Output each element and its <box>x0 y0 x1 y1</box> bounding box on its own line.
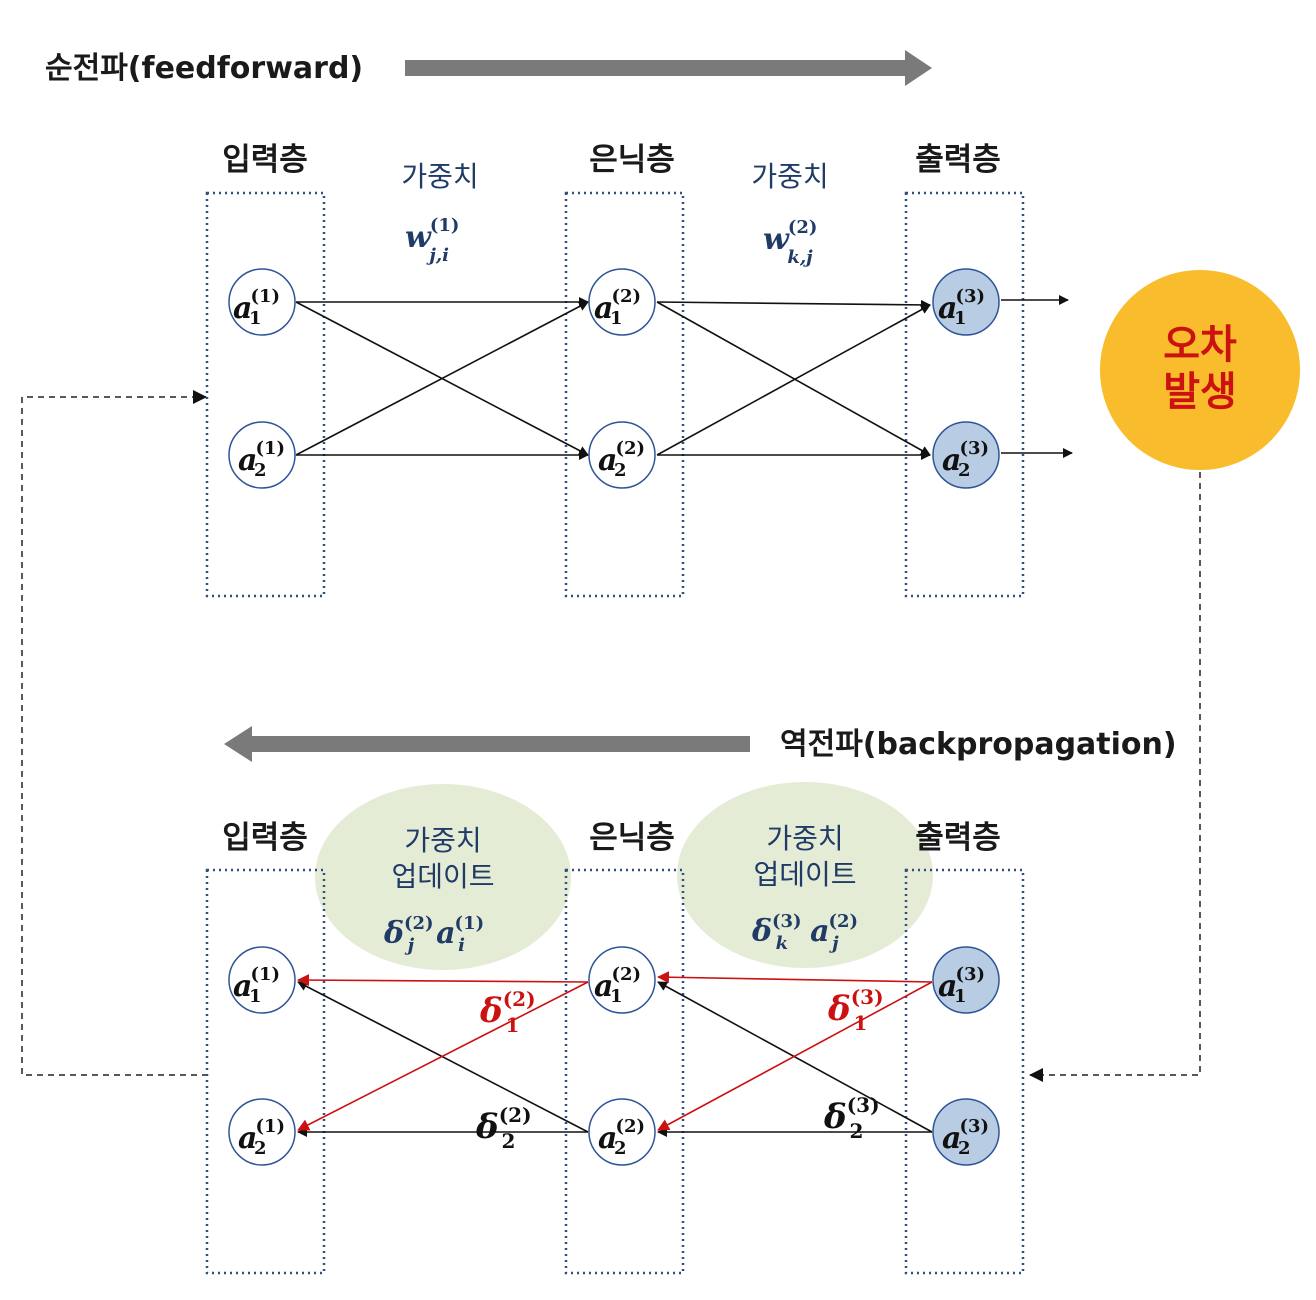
edge-a12-a13 <box>656 299 931 310</box>
output-layer-label-bottom: 출력층 <box>915 820 1001 856</box>
svg-text:a(1)1: a(1)1 <box>233 964 280 1007</box>
delta-1-3: δ(3)1 <box>827 985 884 1035</box>
svg-text:a(2)1: a(2)1 <box>594 286 641 329</box>
svg-text:a(3)1: a(3)1 <box>938 964 985 1007</box>
bp-edge-a13-a22-red <box>657 981 933 1131</box>
node-a11-bottom: a(1)1 <box>228 946 296 1014</box>
backprop-connections <box>297 971 933 1137</box>
svg-text:a(1)2: a(1)2 <box>238 1116 285 1159</box>
hidden-layer-label-top: 은닉층 <box>589 142 675 178</box>
hidden-layer-box-bottom <box>564 868 685 1275</box>
node-a22-bottom: a(2)2 <box>588 1098 656 1166</box>
error-to-output-dashed <box>1029 472 1201 1082</box>
svg-text:a(2)2: a(2)2 <box>598 1116 645 1159</box>
backprop-arrow <box>224 726 750 762</box>
bp-edge-a12-a11-red <box>297 974 589 987</box>
weight-symbol-w1: w(1)j,i <box>405 215 459 266</box>
input-layer-box-bottom <box>205 868 326 1275</box>
update-label-1b: 업데이트 <box>391 860 494 893</box>
svg-text:a(1)1: a(1)1 <box>233 286 280 329</box>
weight-label-2: 가중치 <box>751 160 828 193</box>
node-a23-top: a(3)2 <box>932 421 1000 489</box>
node-a21-bottom: a(1)2 <box>228 1098 296 1166</box>
update-label-2b: 업데이트 <box>753 858 856 891</box>
node-a12-top: a(2)1 <box>588 268 656 336</box>
svg-text:a(2)1: a(2)1 <box>594 964 641 1007</box>
svg-text:a(2)2: a(2)2 <box>598 438 645 481</box>
node-a12-bottom: a(2)1 <box>588 946 656 1014</box>
edge-a21-a12 <box>295 301 589 456</box>
backprop-title: 역전파(backpropagation) <box>780 727 1177 762</box>
feedforward-connections <box>295 295 1073 460</box>
weight-label-1: 가중치 <box>401 160 478 193</box>
svg-text:a(3)2: a(3)2 <box>942 438 989 481</box>
edge-a22-a13 <box>656 304 931 456</box>
output-layer-label-top: 출력층 <box>915 142 1001 178</box>
error-circle: 오차 발생 <box>1100 270 1300 470</box>
svg-text:a(3)1: a(3)1 <box>938 286 985 329</box>
input-return-dashed <box>21 390 208 1076</box>
hidden-layer-label-bottom: 은닉층 <box>589 820 675 856</box>
output-layer-box-top <box>904 191 1025 598</box>
input-layer-label-top: 입력층 <box>222 142 308 178</box>
feedforward-title: 순전파(feedforward) <box>45 51 363 86</box>
bp-edge-a22-a11 <box>297 981 589 1133</box>
bp-edge-a12-a21-red <box>297 981 589 1131</box>
feedback-path <box>21 390 1201 1082</box>
update-label-2a: 가중치 <box>766 822 843 855</box>
node-a23-bottom: a(3)2 <box>932 1098 1000 1166</box>
node-a13-bottom: a(3)1 <box>932 946 1000 1014</box>
error-label-line2: 발생 <box>1163 369 1237 415</box>
svg-text:a(1)2: a(1)2 <box>238 438 285 481</box>
edge-a12-a23 <box>656 301 931 456</box>
feedforward-arrow <box>405 50 932 86</box>
node-a11-top: a(1)1 <box>228 268 296 336</box>
node-a22-top: a(2)2 <box>588 421 656 489</box>
update-label-1a: 가중치 <box>404 824 481 857</box>
delta-2-3: δ(3)2 <box>823 1093 880 1143</box>
input-layer-box-top <box>205 191 326 598</box>
error-label-line1: 오차 <box>1163 322 1237 368</box>
output-layer-box-bottom <box>904 868 1025 1275</box>
node-a21-top: a(1)2 <box>228 421 296 489</box>
bp-edge-a23-a12 <box>657 981 933 1133</box>
delta-1-2: δ(2)1 <box>479 987 536 1037</box>
svg-text:a(3)2: a(3)2 <box>942 1116 989 1159</box>
delta-2-2: δ(2)2 <box>475 1103 532 1153</box>
input-layer-label-bottom: 입력층 <box>222 820 308 856</box>
hidden-layer-box-top <box>564 191 685 598</box>
weight-symbol-w2: w(2)k,j <box>763 217 817 268</box>
node-a13-top: a(3)1 <box>932 268 1000 336</box>
bp-edge-a13-a12-red <box>657 971 933 984</box>
